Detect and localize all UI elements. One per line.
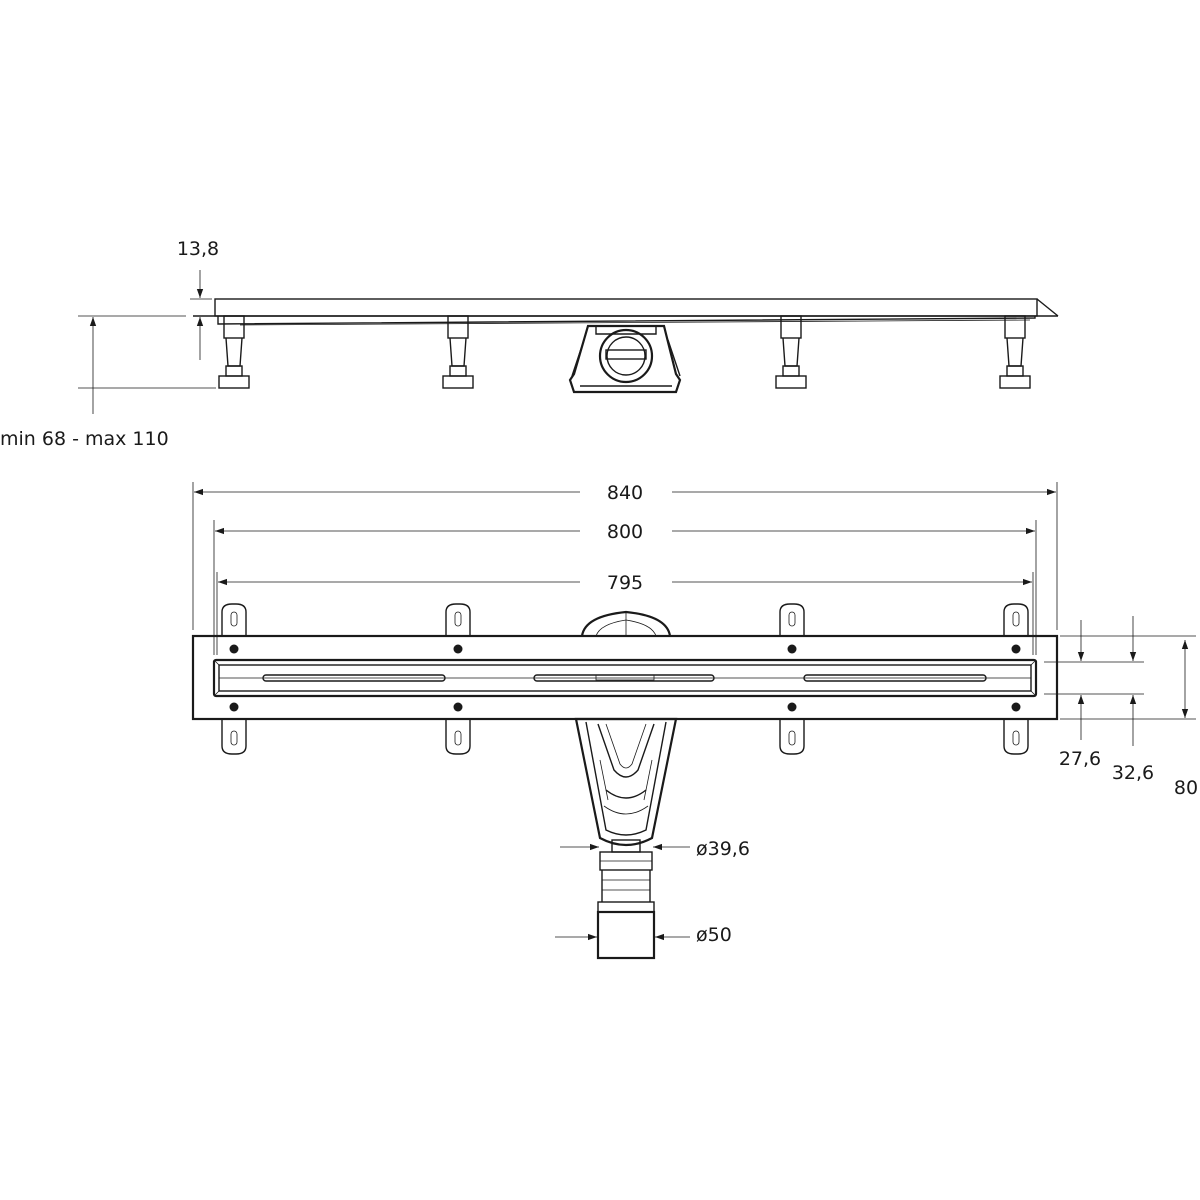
dim-outlet-diameter-inner-label: ø39,6 xyxy=(696,838,750,860)
bracket-top-1 xyxy=(221,603,247,636)
dim-outlet-diameter-inner: ø39,6 xyxy=(560,838,750,860)
dim-outlet-diameter-outer-label: ø50 xyxy=(696,924,732,946)
dim-outlet-diameter-outer: ø50 xyxy=(555,924,732,946)
dim-channel-length: 800 xyxy=(215,521,1035,543)
side-view: 13,8 min 68 - max 110 xyxy=(0,238,1059,450)
dim-overall-length: 840 xyxy=(194,482,1056,504)
side-leg-3 xyxy=(775,315,807,389)
bracket-bottom-3 xyxy=(779,719,805,755)
dim-overall-length-label: 840 xyxy=(607,482,643,504)
bracket-bottom-1 xyxy=(221,719,247,755)
side-leg-2 xyxy=(442,315,474,389)
dim-height-range-label: min 68 - max 110 xyxy=(0,428,169,450)
bracket-bottom-2 xyxy=(445,719,471,755)
bracket-top-4 xyxy=(1003,603,1029,636)
dim-overall-width: 80 xyxy=(1174,640,1198,799)
grate-slot-3 xyxy=(803,674,987,682)
siphon-body xyxy=(574,717,678,960)
drain-channel xyxy=(212,658,1038,698)
side-siphon xyxy=(568,324,682,394)
grate-center-mark xyxy=(595,674,655,681)
dim-grate-length: 795 xyxy=(218,572,1032,594)
dim-channel-length-label: 800 xyxy=(607,521,643,543)
drain-frame xyxy=(191,634,1059,721)
bracket-top-3 xyxy=(779,603,805,636)
grate-slot-1 xyxy=(262,674,446,682)
top-view: 840 800 795 27,6 32,6 80 xyxy=(191,482,1198,960)
side-flange-right xyxy=(1036,298,1059,317)
mounting-holes xyxy=(229,644,1021,712)
dim-overall-width-label: 80 xyxy=(1174,777,1198,799)
dim-cover-thickness: 13,8 xyxy=(177,238,219,360)
bracket-top-2 xyxy=(445,603,471,636)
side-channel-inner xyxy=(239,319,1031,326)
mounting-brackets xyxy=(221,603,1029,755)
dim-grate-width-label: 27,6 xyxy=(1059,748,1101,770)
outlet-dome xyxy=(580,610,672,637)
dim-channel-width: 32,6 xyxy=(1112,616,1154,784)
dim-channel-width-label: 32,6 xyxy=(1112,762,1154,784)
side-channel-body xyxy=(217,316,1036,325)
dim-grate-length-label: 795 xyxy=(607,572,643,594)
dim-grate-width: 27,6 xyxy=(1059,620,1101,770)
bracket-bottom-4 xyxy=(1003,719,1029,755)
dim-cover-thickness-label: 13,8 xyxy=(177,238,219,260)
dim-height-range: min 68 - max 110 xyxy=(0,315,216,450)
side-cover-plate xyxy=(214,298,1038,317)
side-leg-4 xyxy=(999,315,1031,389)
side-leg-1 xyxy=(218,315,250,389)
